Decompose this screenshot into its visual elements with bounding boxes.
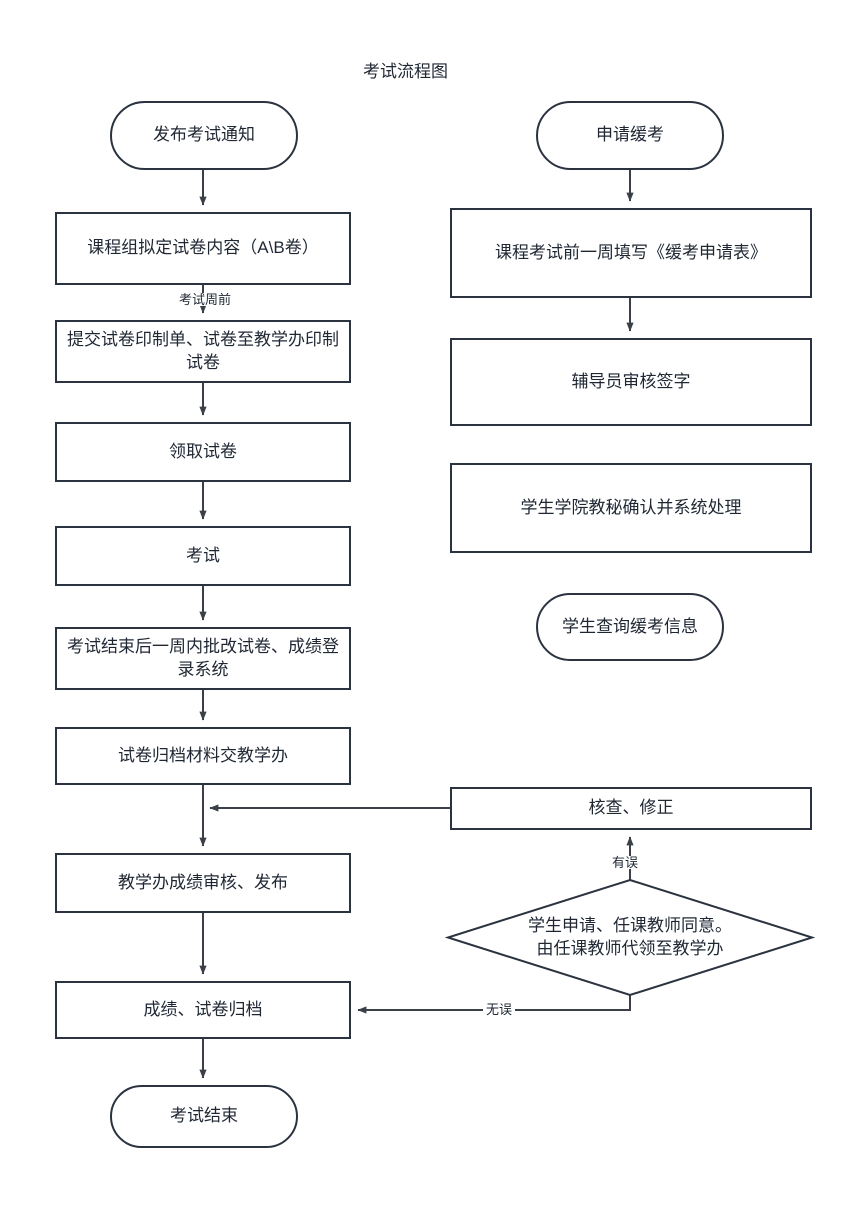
- node-end-exam[interactable]: 考试结束: [110, 1085, 298, 1148]
- node-verify-and-correct[interactable]: 核查、修正: [450, 787, 812, 830]
- node-archive-material-to-office[interactable]: 试卷归档材料交教学办: [55, 727, 351, 785]
- node-counselor-sign[interactable]: 辅导员审核签字: [450, 338, 812, 426]
- node-office-review-publish[interactable]: 教学办成绩审核、发布: [55, 853, 351, 913]
- edge-label-has-error: 有误: [609, 856, 642, 869]
- edge-label-week-before-exam: 考试周前: [176, 293, 235, 306]
- node-decision-student-apply-teacher-agree[interactable]: 学生申请、任课教师同意。 由任课教师代领至教学办: [448, 880, 812, 995]
- page-title: 考试流程图: [363, 62, 448, 81]
- node-fill-deferral-form[interactable]: 课程考试前一周填写《缓考申请表》: [450, 208, 812, 298]
- node-collect-exam-paper[interactable]: 领取试卷: [55, 422, 351, 482]
- node-grade-and-enter-system[interactable]: 考试结束后一周内批改试卷、成绩登录系统: [55, 627, 351, 690]
- node-start-publish-exam-notice[interactable]: 发布考试通知: [110, 101, 298, 170]
- decision-label: 学生申请、任课教师同意。 由任课教师代领至教学办: [528, 915, 732, 958]
- node-apply-deferred-exam[interactable]: 申请缓考: [536, 101, 724, 170]
- edge-label-no-error: 无误: [483, 1003, 516, 1016]
- node-final-archive[interactable]: 成绩、试卷归档: [55, 981, 351, 1039]
- node-submit-print-request[interactable]: 提交试卷印制单、试卷至教学办印制试卷: [55, 320, 351, 383]
- node-exam[interactable]: 考试: [55, 526, 351, 586]
- node-college-secretary-confirm[interactable]: 学生学院教秘确认并系统处理: [450, 463, 812, 553]
- node-draft-paper-content[interactable]: 课程组拟定试卷内容（A\B卷）: [55, 212, 351, 285]
- node-student-query-deferral-info[interactable]: 学生查询缓考信息: [536, 593, 724, 661]
